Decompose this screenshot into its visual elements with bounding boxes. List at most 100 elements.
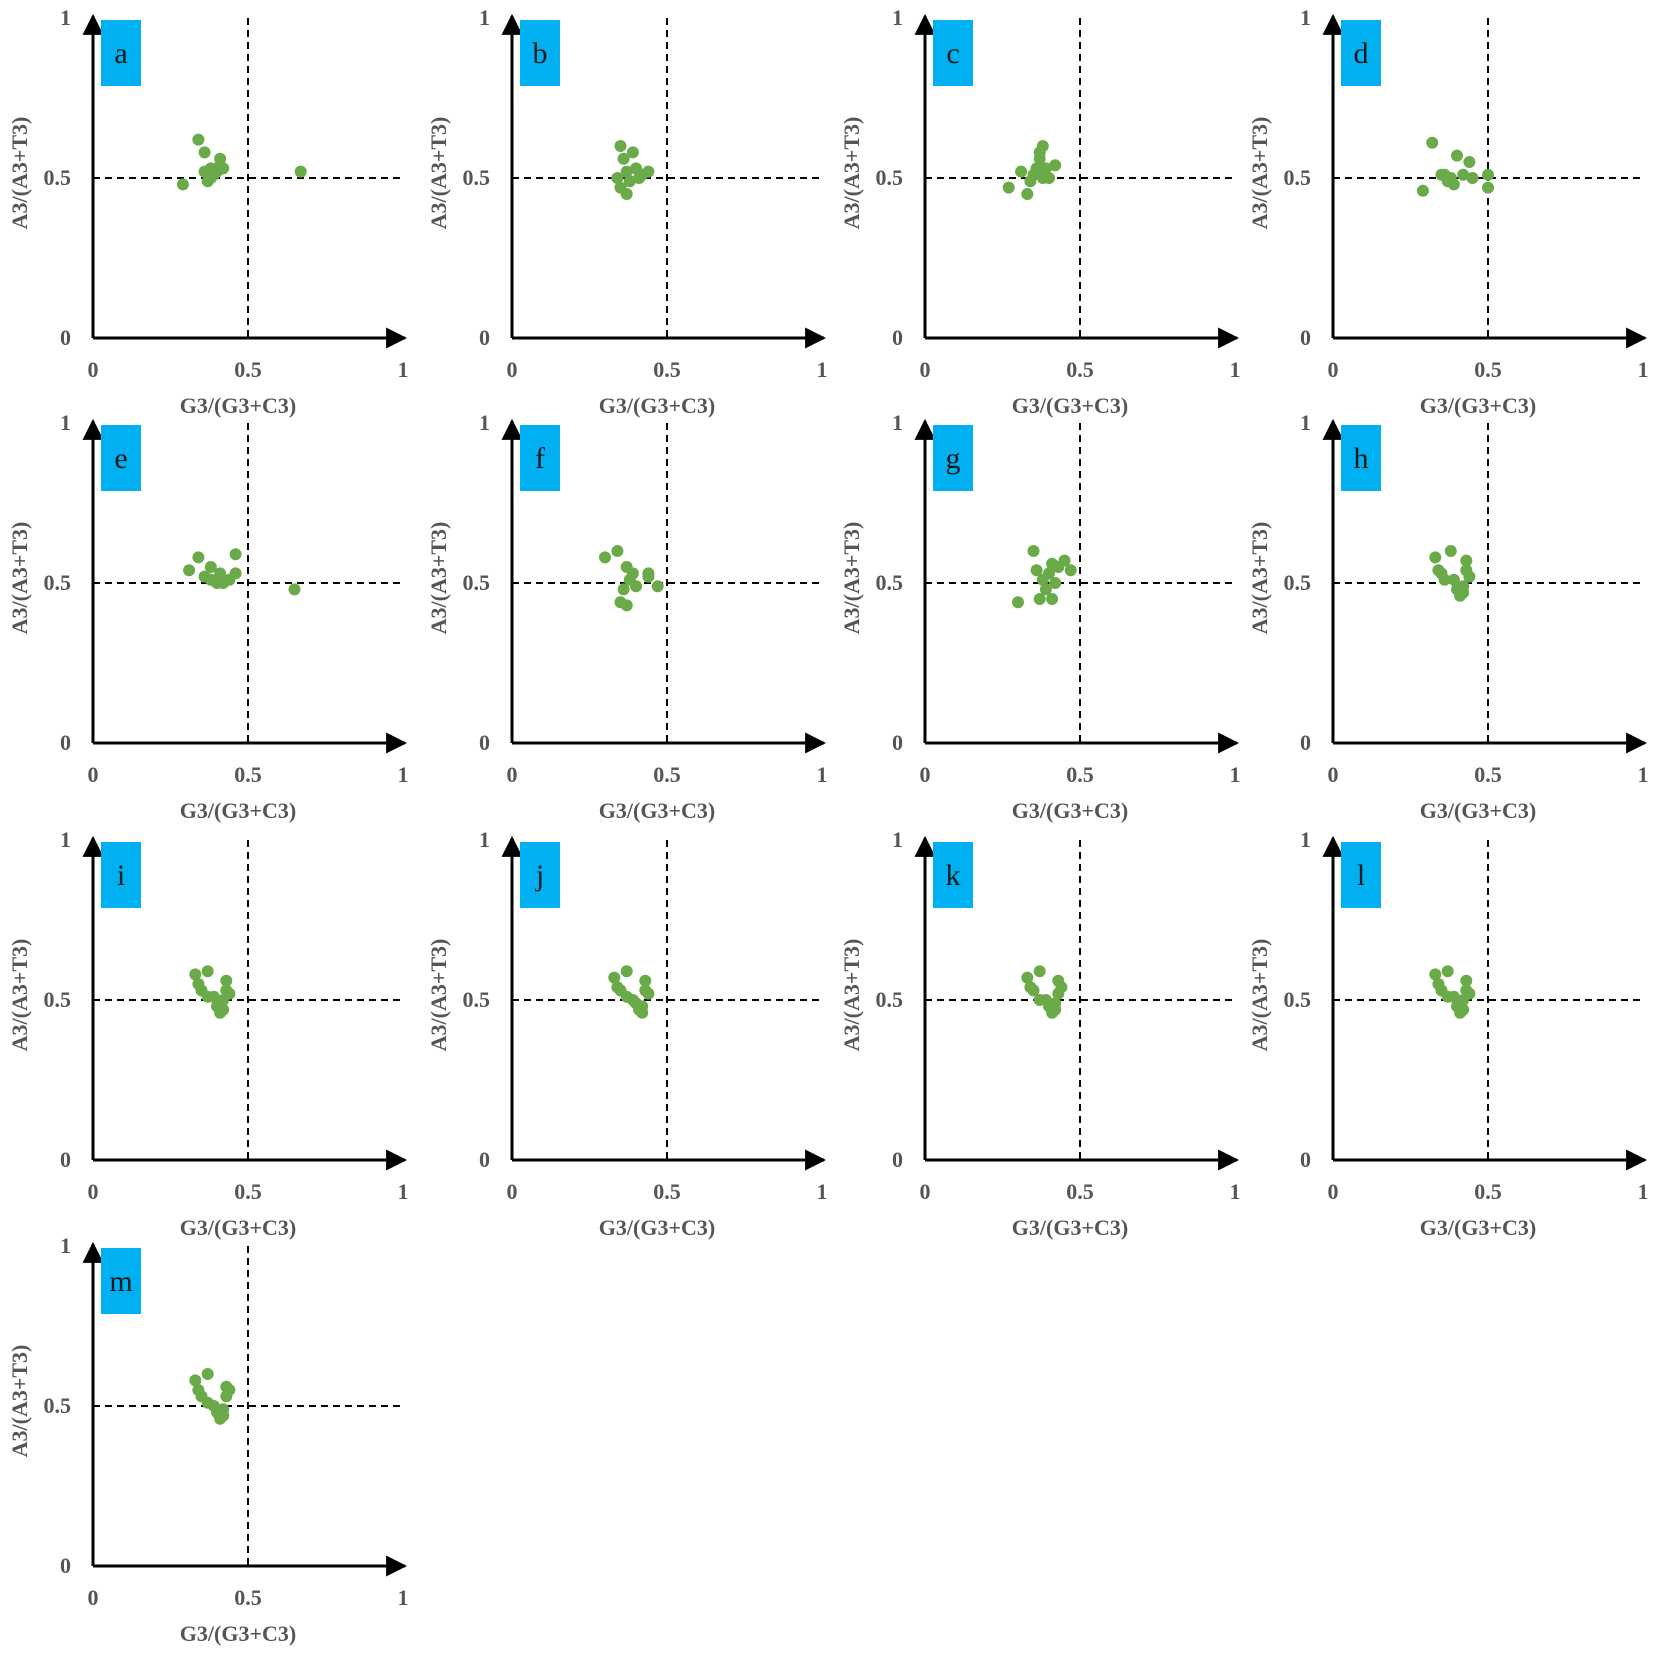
y-tick-label: 1 bbox=[479, 5, 490, 30]
y-tick-label: 0.5 bbox=[876, 570, 904, 595]
data-point bbox=[1426, 136, 1439, 149]
panel-label: a bbox=[114, 37, 127, 70]
data-point bbox=[189, 968, 202, 981]
data-point bbox=[1049, 159, 1062, 172]
y-tick-label: 1 bbox=[1300, 410, 1311, 435]
x-axis-title: G3/(G3+C3) bbox=[1420, 798, 1536, 823]
y-tick-label: 0 bbox=[1300, 730, 1311, 755]
data-point bbox=[183, 564, 196, 577]
x-axis-title: G3/(G3+C3) bbox=[1420, 393, 1536, 418]
data-point bbox=[1027, 984, 1040, 997]
x-tick-label: 0.5 bbox=[1066, 357, 1094, 382]
panel-label: j bbox=[535, 859, 544, 892]
x-tick-label: 0 bbox=[88, 762, 99, 787]
data-point bbox=[229, 567, 242, 580]
x-tick-label: 0 bbox=[88, 357, 99, 382]
x-tick-label: 1 bbox=[817, 1179, 828, 1204]
data-point bbox=[217, 1403, 230, 1416]
panel-label-box bbox=[520, 425, 560, 491]
data-point bbox=[611, 172, 624, 184]
data-point bbox=[201, 965, 214, 978]
data-point bbox=[176, 178, 189, 191]
x-tick-label: 0 bbox=[507, 1179, 518, 1204]
data-point bbox=[229, 548, 242, 561]
panel-label-box bbox=[101, 20, 141, 86]
data-point bbox=[642, 165, 655, 178]
data-point bbox=[1444, 545, 1457, 557]
y-tick-label: 0.5 bbox=[876, 165, 904, 190]
data-point bbox=[1416, 184, 1429, 197]
y-tick-label: 0 bbox=[60, 730, 71, 755]
y-tick-label: 0.5 bbox=[1284, 570, 1312, 595]
panel-label-box bbox=[101, 425, 141, 491]
y-axis-title: A3/(A3+T3) bbox=[839, 522, 864, 635]
data-point bbox=[1429, 551, 1442, 564]
x-tick-label: 1 bbox=[1638, 1179, 1649, 1204]
x-tick-label: 0 bbox=[1328, 762, 1339, 787]
data-point bbox=[1049, 997, 1062, 1010]
data-point bbox=[620, 188, 633, 200]
data-point bbox=[651, 580, 664, 593]
x-tick-label: 1 bbox=[1230, 762, 1241, 787]
data-point bbox=[1046, 593, 1059, 605]
panel-label: b bbox=[533, 37, 548, 70]
panel-label-box bbox=[101, 1248, 141, 1314]
x-tick-label: 0.5 bbox=[1474, 1179, 1502, 1204]
panel-label-box bbox=[1341, 425, 1381, 491]
data-point bbox=[1457, 1003, 1470, 1016]
x-tick-label: 1 bbox=[398, 762, 409, 787]
data-point bbox=[1441, 965, 1454, 978]
y-tick-label: 0.5 bbox=[44, 987, 72, 1012]
x-tick-label: 0.5 bbox=[234, 762, 262, 787]
y-axis-title: A3/(A3+T3) bbox=[426, 939, 451, 1052]
y-tick-label: 0.5 bbox=[44, 570, 72, 595]
data-point bbox=[217, 1003, 230, 1016]
data-point bbox=[1033, 965, 1046, 978]
panel-label: l bbox=[1357, 859, 1365, 892]
x-tick-label: 1 bbox=[817, 762, 828, 787]
data-point bbox=[620, 599, 633, 612]
y-tick-label: 1 bbox=[479, 827, 490, 852]
data-point bbox=[1043, 567, 1055, 580]
x-tick-label: 0 bbox=[88, 1179, 99, 1204]
y-tick-label: 1 bbox=[1300, 5, 1311, 30]
panel-label: d bbox=[1354, 37, 1369, 70]
x-axis-title: G3/(G3+C3) bbox=[599, 798, 715, 823]
y-tick-label: 0.5 bbox=[463, 165, 491, 190]
data-point bbox=[1460, 974, 1473, 987]
data-point bbox=[611, 545, 624, 557]
data-point bbox=[1002, 181, 1015, 194]
data-point bbox=[223, 1384, 236, 1396]
data-point bbox=[1447, 990, 1460, 1003]
x-tick-label: 0.5 bbox=[653, 357, 681, 382]
x-axis-title: G3/(G3+C3) bbox=[1012, 393, 1128, 418]
y-tick-label: 0.5 bbox=[463, 987, 491, 1012]
x-axis-title: G3/(G3+C3) bbox=[180, 1621, 296, 1646]
panel-label: f bbox=[535, 442, 545, 475]
data-point bbox=[207, 990, 220, 1003]
x-axis-title: G3/(G3+C3) bbox=[599, 393, 715, 418]
x-tick-label: 0 bbox=[920, 357, 931, 382]
data-point bbox=[1457, 580, 1470, 593]
data-point bbox=[639, 974, 652, 987]
x-tick-label: 0.5 bbox=[653, 1179, 681, 1204]
x-tick-label: 0.5 bbox=[653, 762, 681, 787]
x-tick-label: 1 bbox=[398, 357, 409, 382]
x-tick-label: 0 bbox=[88, 1585, 99, 1610]
y-axis-title: A3/(A3+T3) bbox=[839, 939, 864, 1052]
data-point bbox=[1463, 570, 1476, 583]
data-point bbox=[1058, 554, 1071, 567]
data-point bbox=[1043, 172, 1055, 184]
y-tick-label: 0 bbox=[1300, 325, 1311, 350]
y-axis-title: A3/(A3+T3) bbox=[426, 117, 451, 230]
panel-label-box bbox=[933, 425, 973, 491]
y-tick-label: 0.5 bbox=[44, 165, 72, 190]
x-tick-label: 1 bbox=[1638, 762, 1649, 787]
data-point bbox=[608, 971, 621, 984]
